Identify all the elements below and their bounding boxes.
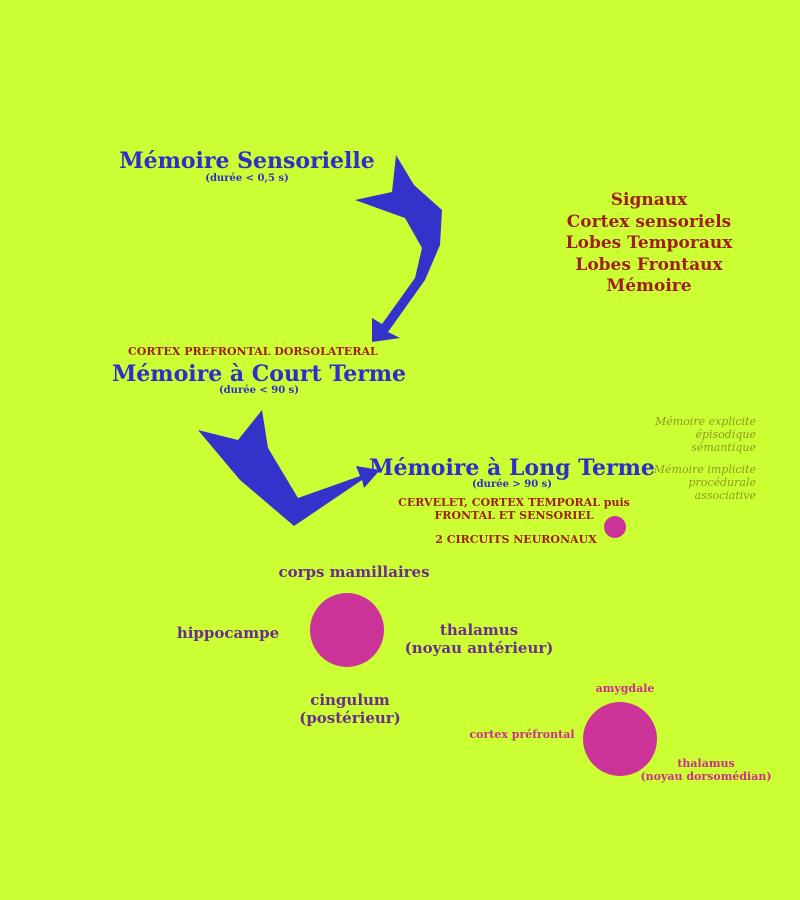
court-terme-title: Mémoire à Court Terme xyxy=(111,361,407,387)
arrow-sensorielle-to-court-terme xyxy=(355,155,442,342)
memoire-implicite-title: Mémoire implicite xyxy=(653,463,756,476)
memoire-implicite-block: Mémoire implicite procédurale associativ… xyxy=(654,463,756,502)
yakovlev-label-left: cortex préfrontal xyxy=(469,728,575,741)
long-terme-title: Mémoire à Long Terme xyxy=(369,455,655,481)
memoire-implicite-item: associative xyxy=(694,489,756,502)
papez-label-left: hippocampe xyxy=(176,624,280,642)
papez-label-top: corps mamillaires xyxy=(278,563,430,581)
signaux-item: Cortex sensoriels xyxy=(566,211,732,232)
papez-label-right-line2: (noyau antérieur) xyxy=(404,639,554,657)
papez-label-bottom: cingulum (postérieur) xyxy=(299,691,401,727)
yakovlev-circle xyxy=(583,702,657,776)
memoire-sensorielle-duree: (durée < 0,5 s) xyxy=(205,173,289,184)
memoire-explicite-item: épisodique xyxy=(695,428,756,441)
yakovlev-label-right: thalamus (noyau dorsomédian) xyxy=(640,757,771,783)
papez-label-right: thalamus (noyau antérieur) xyxy=(405,621,554,657)
long-terme-region: CERVELET, CORTEX TEMPORAL puis FRONTAL E… xyxy=(398,496,630,522)
papez-label-bottom-line2: (postérieur) xyxy=(299,709,401,727)
memoire-implicite-item: procédurale xyxy=(688,476,756,489)
memoire-sensorielle-title: Mémoire Sensorielle xyxy=(119,148,375,174)
papez-circle xyxy=(310,593,384,667)
yakovlev-label-top: amygdale xyxy=(595,682,655,695)
memoire-explicite-block: Mémoire explicite épisodique sémantique xyxy=(655,415,756,454)
long-terme-region-line2: FRONTAL ET SENSORIEL xyxy=(434,509,594,522)
papez-label-right-line1: thalamus xyxy=(439,621,519,639)
signaux-item: Mémoire xyxy=(606,276,692,296)
signaux-item: Lobes Temporaux xyxy=(565,233,733,253)
signaux-item: Signaux xyxy=(610,190,688,210)
long-terme-circuits: 2 CIRCUITS NEURONAUX xyxy=(435,533,597,546)
yakovlev-label-right-line2: (noyau dorsomédian) xyxy=(640,770,772,783)
court-terme-duree: (durée < 90 s) xyxy=(218,385,300,396)
signaux-list: Signaux Cortex sensoriels Lobes Temporau… xyxy=(566,190,733,298)
yakovlev-label-right-line1: thalamus xyxy=(677,757,735,770)
court-terme-region: CORTEX PREFRONTAL DORSOLATERAL xyxy=(128,345,378,358)
arrow-court-terme-to-long-terme xyxy=(198,410,380,526)
memoire-explicite-item: sémantique xyxy=(691,441,756,454)
long-terme-region-line1: CERVELET, CORTEX TEMPORAL puis xyxy=(398,496,630,509)
small-circle xyxy=(604,516,626,538)
signaux-item: Lobes Frontaux xyxy=(575,254,723,275)
memoire-explicite-title: Mémoire explicite xyxy=(654,415,756,428)
long-terme-duree: (durée > 90 s) xyxy=(471,479,553,490)
papez-label-bottom-line1: cingulum xyxy=(310,691,390,709)
